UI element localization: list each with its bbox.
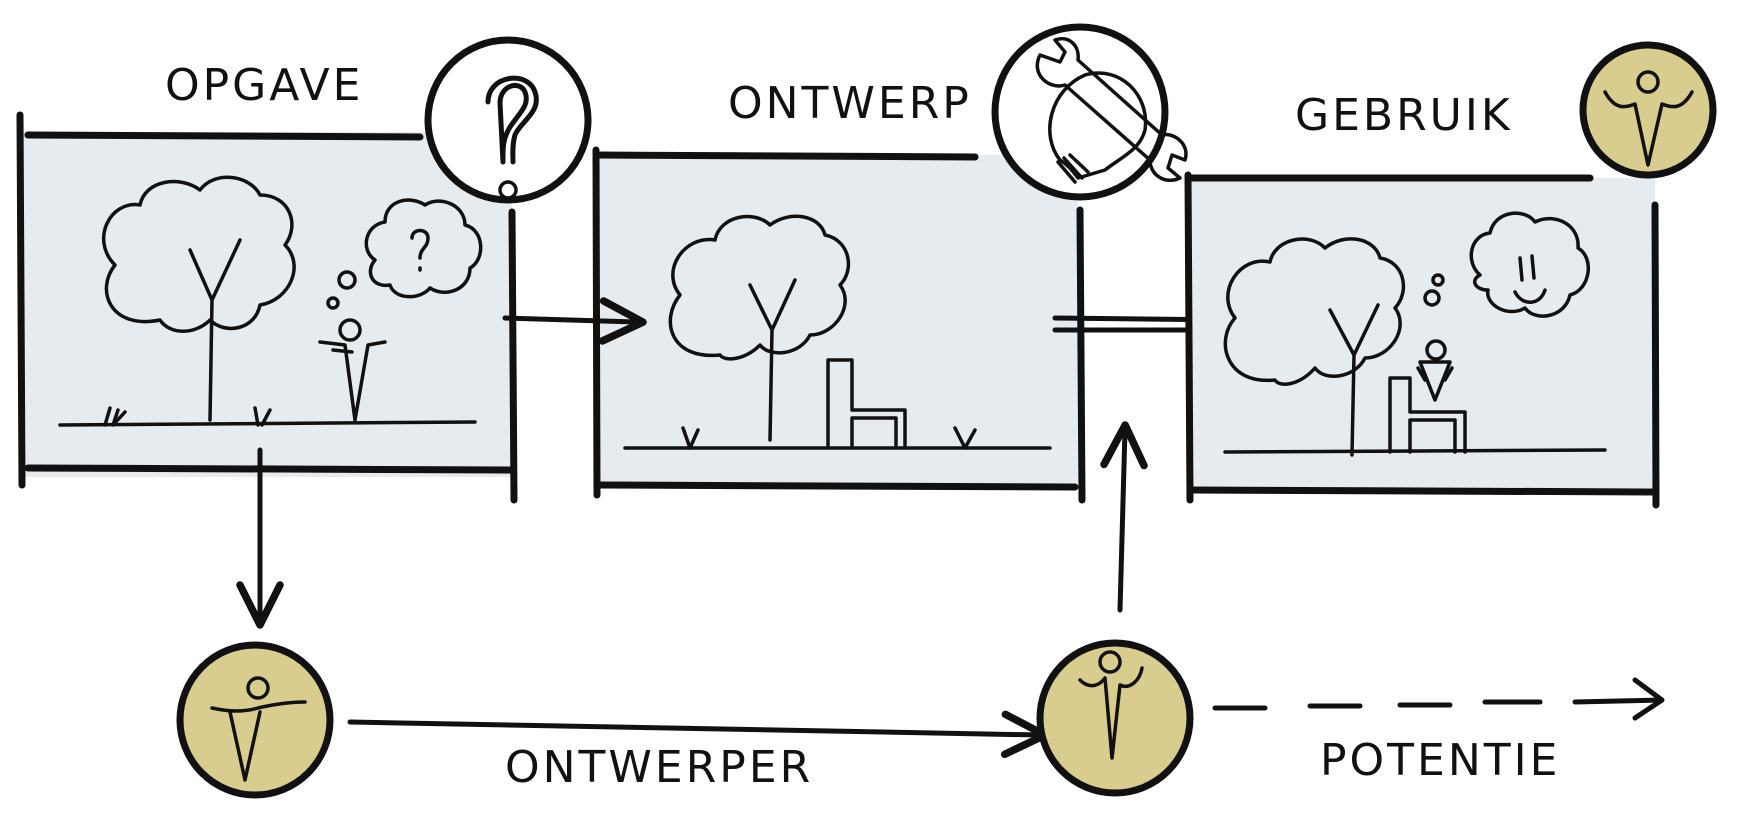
stage-label-gebruik: GEBRUIK bbox=[1295, 90, 1513, 141]
chair-icon bbox=[1388, 376, 1467, 454]
up-arrow bbox=[1100, 421, 1148, 613]
person-circle-top bbox=[1579, 41, 1717, 179]
person-icon bbox=[1603, 70, 1694, 167]
person-circle-designer bbox=[176, 641, 334, 799]
person-icon bbox=[1078, 650, 1144, 760]
tree-icon bbox=[668, 214, 851, 442]
panel-gebruik bbox=[1184, 171, 1660, 509]
panel-ontwerp bbox=[502, 146, 1241, 504]
thought-bubble-icon bbox=[1423, 211, 1590, 318]
potential-arrowhead bbox=[1632, 677, 1665, 721]
potential-label: POTENTIE bbox=[1320, 735, 1560, 786]
chair-icon bbox=[826, 358, 907, 447]
question-mark-icon bbox=[424, 36, 592, 204]
tree-icon bbox=[1223, 237, 1406, 457]
tree-icon bbox=[102, 175, 296, 422]
designer-arrow bbox=[347, 710, 1049, 759]
person-icon bbox=[210, 676, 307, 782]
potential-dashed-line bbox=[1212, 697, 1663, 711]
panel-opgave bbox=[16, 111, 518, 629]
person-circle-potential bbox=[1036, 639, 1194, 797]
person-icon bbox=[1416, 339, 1454, 402]
person-icon bbox=[318, 318, 387, 422]
stage-label-ontwerp: ONTWERP bbox=[728, 78, 972, 129]
stage-label-opgave: OPGAVE bbox=[165, 60, 363, 111]
designer-label: ONTWERPER bbox=[505, 742, 813, 793]
wrench-lightbulb-icon bbox=[991, 23, 1188, 201]
thought-bubble-icon bbox=[326, 198, 483, 310]
